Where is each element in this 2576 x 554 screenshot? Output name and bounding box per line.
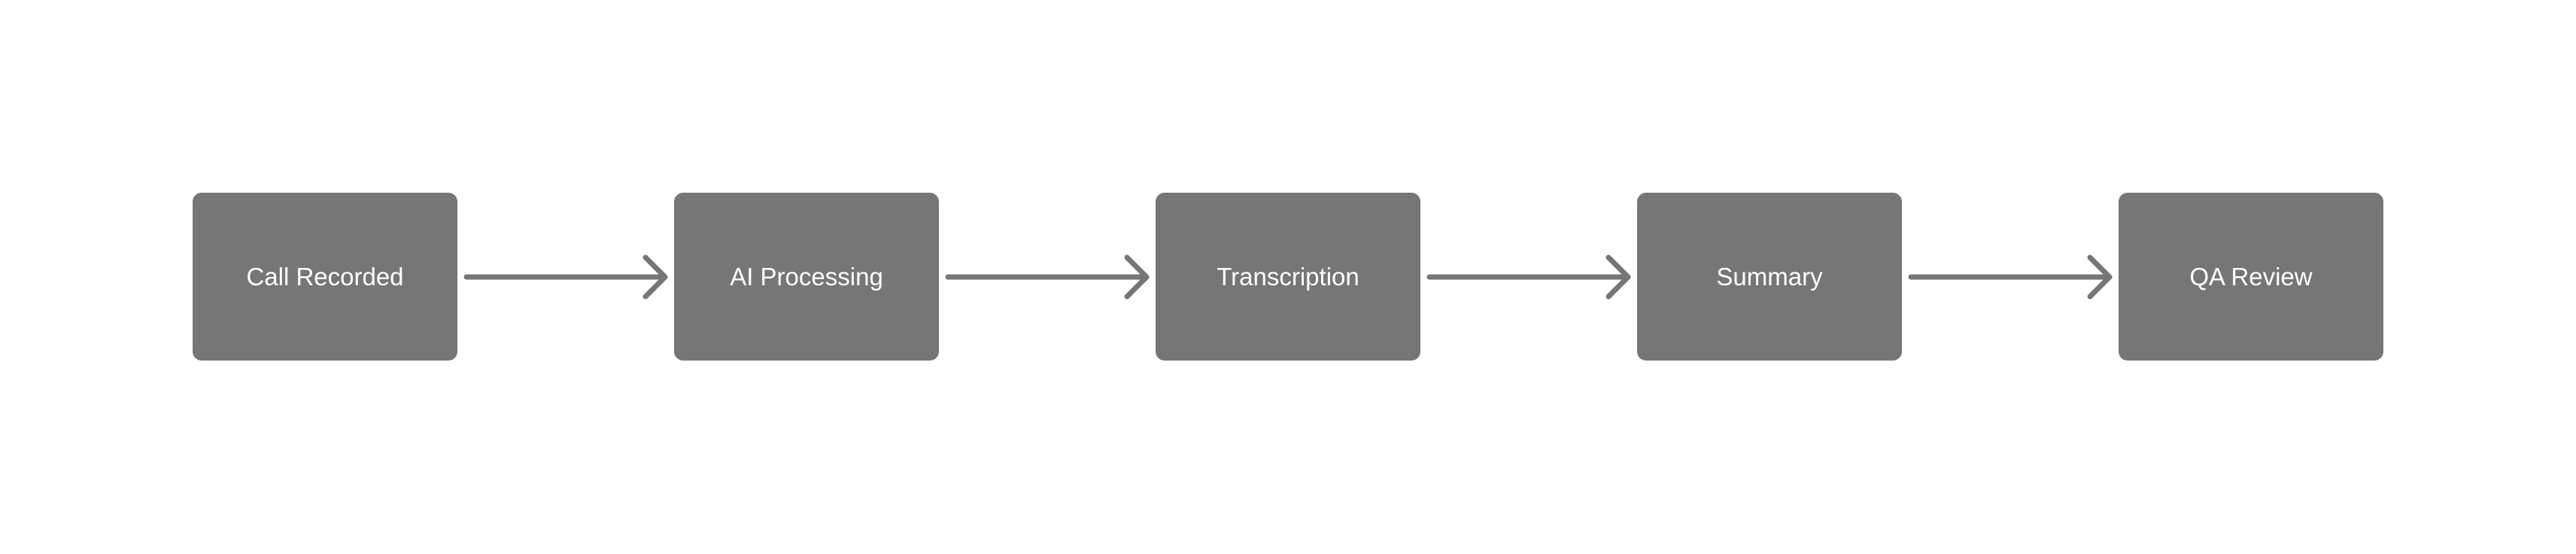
node-qa-review: QA Review — [2119, 193, 2383, 361]
arrow-4 — [1908, 254, 2113, 300]
arrow-2 — [945, 254, 1150, 300]
arrow-3 — [1426, 254, 1631, 300]
arrow-1 — [463, 254, 668, 300]
node-ai-processing: AI Processing — [674, 193, 939, 361]
node-call-recorded: Call Recorded — [193, 193, 457, 361]
node-label: AI Processing — [730, 263, 883, 291]
node-transcription: Transcription — [1156, 193, 1420, 361]
node-label: Summary — [1716, 263, 1823, 291]
node-label: Call Recorded — [246, 263, 404, 291]
node-label: Transcription — [1217, 263, 1359, 291]
node-label: QA Review — [2189, 263, 2313, 291]
node-summary: Summary — [1637, 193, 1902, 361]
